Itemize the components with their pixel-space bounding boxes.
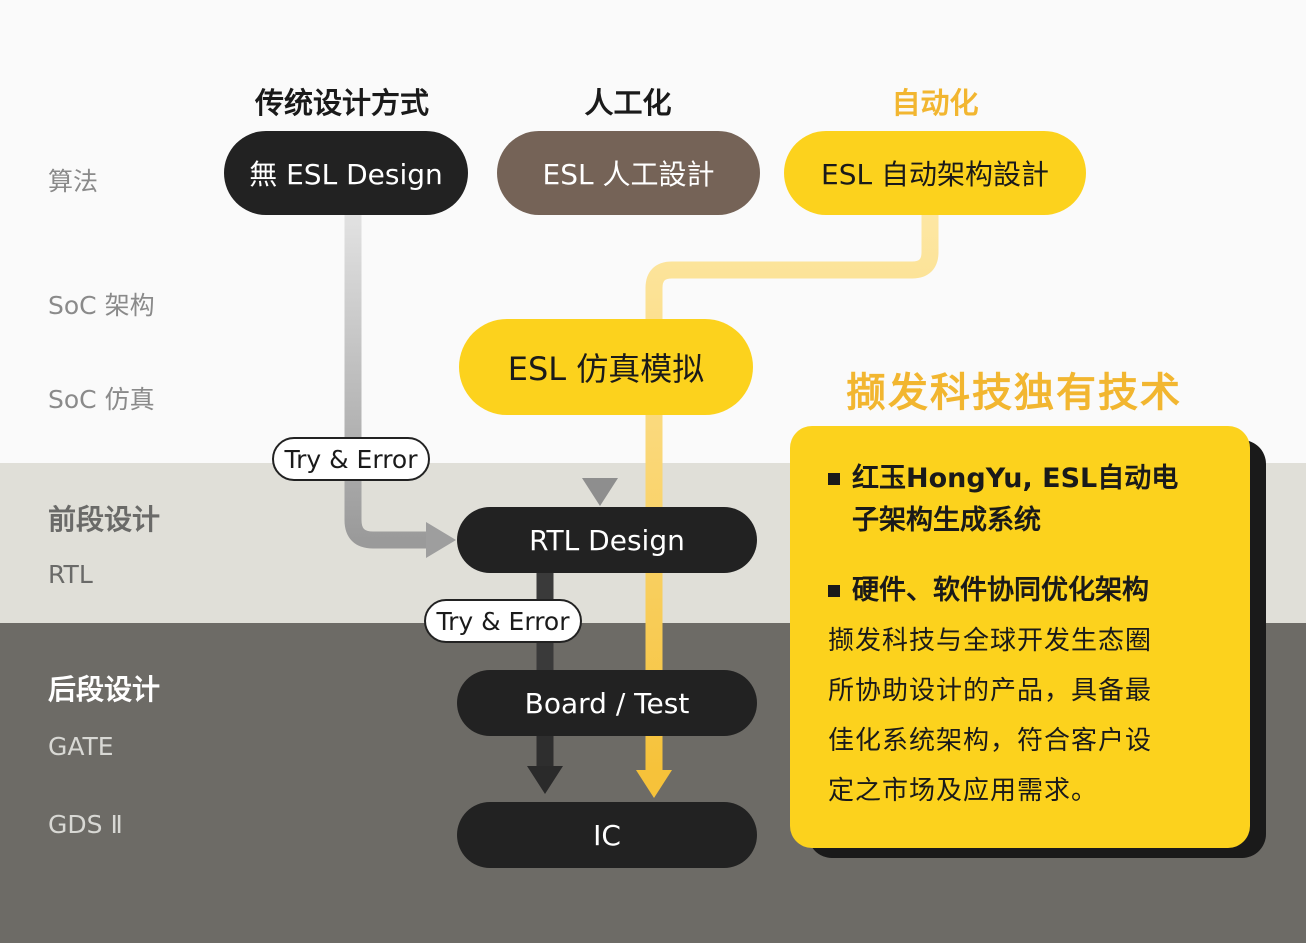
- bullet-square-icon: [828, 473, 840, 485]
- node-esl-manual-design: ESL 人工設計: [497, 131, 760, 215]
- card-description-line: 撷发科技与全球开发生态圈: [828, 626, 1153, 656]
- bullet-square-icon: [828, 585, 840, 597]
- row-label-gate: GATE: [48, 732, 114, 761]
- manual-arrowhead: [582, 478, 618, 506]
- card-description-line: 所协助设计的产品，具备最: [828, 676, 1153, 706]
- card-description: 撷发科技与全球开发生态圈 所协助设计的产品，具备最 佳化系统架构，符合客户设 定…: [828, 616, 1220, 816]
- node-rtl-design: RTL Design: [457, 507, 757, 573]
- node-esl-auto-design: ESL 自动架构設計: [784, 131, 1086, 215]
- column-header-manual: 人工化: [584, 86, 672, 120]
- row-label-algorithm: 算法: [48, 167, 99, 196]
- bullet-hongyu-line1: 红玉HongYu, ESL自动电: [852, 463, 1179, 494]
- row-label-frontend: 前段设计: [48, 503, 161, 536]
- row-label-backend: 后段设计: [48, 673, 161, 706]
- node-board-test: Board / Test: [457, 670, 757, 736]
- node-no-esl-design: 無 ESL Design: [224, 131, 468, 215]
- column-header-traditional: 传统设计方式: [254, 86, 430, 120]
- bullet-hongyu: 红玉HongYu, ESL自动电 子架构生成系统: [828, 458, 1220, 542]
- bullet-hongyu-text: 红玉HongYu, ESL自动电 子架构生成系统: [852, 458, 1178, 542]
- row-label-soc-sim: SoC 仿真: [48, 385, 155, 414]
- traditional-arrowhead: [426, 522, 456, 558]
- row-label-rtl: RTL: [48, 560, 93, 589]
- node-esl-simulation: ESL 仿真模拟: [459, 319, 753, 415]
- column-header-auto: 自动化: [891, 86, 979, 120]
- auto-flow-line: [645, 214, 939, 770]
- traditional-flow-line: [344, 214, 428, 549]
- info-card: 红玉HongYu, ESL自动电 子架构生成系统 硬件、软件协同优化架构 撷发科…: [790, 426, 1250, 848]
- row-label-soc-arch: SoC 架构: [48, 291, 155, 320]
- dark-arrowhead: [527, 766, 563, 794]
- try-error-tag-traditional: Try & Error: [272, 437, 430, 481]
- row-label-gds: GDS Ⅱ: [48, 810, 123, 839]
- bullet-hongyu-line2: 子架构生成系统: [852, 505, 1041, 536]
- bullet-hw-sw-text: 硬件、软件协同优化架构: [852, 575, 1149, 606]
- auto-arrowhead: [636, 770, 672, 798]
- bullet-hw-sw: 硬件、软件协同优化架构: [828, 570, 1220, 612]
- card-description-line: 佳化系统架构，符合客户设: [828, 726, 1153, 756]
- node-ic: IC: [457, 802, 757, 868]
- slogan-heading: 撷发科技独有技术: [846, 370, 1182, 416]
- try-error-tag-rtl: Try & Error: [424, 599, 582, 643]
- card-description-line: 定之市场及应用需求。: [828, 776, 1099, 806]
